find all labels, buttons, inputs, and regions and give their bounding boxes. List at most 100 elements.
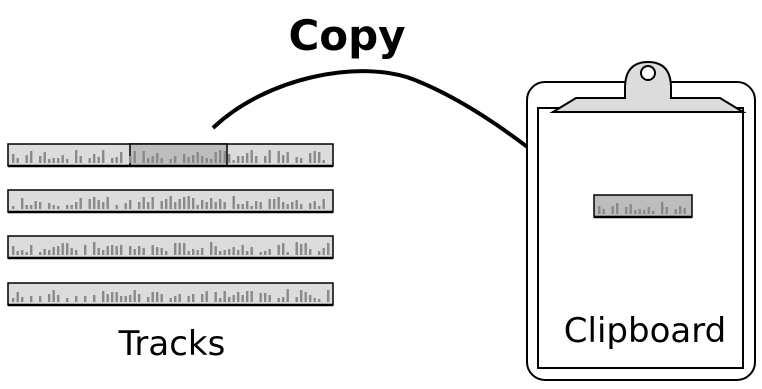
track-waveform-bar [102, 250, 105, 255]
track-waveform-bar [259, 202, 262, 209]
tracks-label: Tracks [118, 324, 226, 364]
snippet-waveform-bar [638, 209, 641, 214]
track-waveform-bar [286, 152, 289, 163]
track-waveform-bar [156, 247, 159, 255]
track-waveform-bar [174, 202, 177, 209]
track-waveform-bar [178, 199, 181, 209]
track-waveform-bar [97, 248, 100, 255]
track-waveform-bar [79, 198, 82, 209]
track-waveform-bar [12, 206, 15, 209]
track-waveform-bar [201, 248, 204, 255]
track-waveform-bar [57, 295, 60, 302]
track-waveform-bar [169, 196, 172, 209]
track-waveform-bar [66, 205, 69, 209]
track-waveform-bar [300, 204, 303, 209]
track-waveform-bar [192, 198, 195, 209]
track-waveform-bar [291, 202, 294, 209]
track-waveform-bar [246, 153, 249, 163]
track-waveform-bar [21, 250, 24, 255]
track-waveform-bar [39, 252, 42, 255]
track-waveform-bar [30, 296, 33, 302]
track-waveform-bar [75, 250, 78, 255]
track-waveform-bar [88, 199, 91, 209]
track-waveform-bar [138, 294, 141, 302]
track-waveform-bar [313, 298, 316, 302]
track-waveform-bar [66, 298, 69, 302]
track-waveform-bar [16, 251, 19, 255]
track-waveform-bar [75, 150, 78, 163]
track-waveform-bar [264, 156, 267, 163]
clipboard-paper [537, 107, 744, 369]
track-waveform-bar [250, 291, 253, 302]
track-waveform-bar [133, 290, 136, 302]
snippet-waveform-bar [647, 207, 650, 214]
snippet-waveform-bar [629, 204, 632, 214]
audio-track [7, 282, 334, 307]
track-waveform-bar [201, 156, 204, 163]
track-waveform-bar [318, 152, 321, 163]
track-waveform-bar [300, 158, 303, 163]
snippet-waveform-bar [625, 207, 628, 214]
track-waveform-bar [75, 202, 78, 209]
track-waveform-bar [214, 202, 217, 209]
track-waveform-bar [25, 205, 28, 209]
track-waveform-bar [133, 249, 136, 255]
track-waveform-bar [34, 201, 37, 209]
track-waveform-bar [102, 291, 105, 302]
track-waveform-bar [48, 159, 51, 163]
track-waveform-bar [309, 203, 312, 209]
track-waveform-bar [84, 296, 87, 302]
track-waveform-bar [192, 155, 195, 163]
diagram-title: Copy [288, 11, 405, 60]
track-waveform-bar [250, 247, 253, 255]
track-waveform-bar [259, 293, 262, 302]
track-waveform-bar [115, 157, 118, 163]
track-waveform-bar [228, 297, 231, 302]
track-waveform-bar [178, 243, 181, 255]
track-waveform-bar [142, 248, 145, 255]
track-waveform-bar [318, 251, 321, 255]
track-waveform-bar [75, 296, 78, 302]
track-waveform-bar [322, 248, 325, 255]
track-waveform-bar [295, 242, 298, 255]
track-waveform-bar [246, 201, 249, 209]
track-waveform-bar [52, 290, 55, 302]
track-waveform-bar [322, 199, 325, 209]
track-waveform-bar [147, 202, 150, 209]
track-waveform-bar [43, 249, 46, 255]
track-waveform-bar [214, 246, 217, 255]
snippet-waveform-bar [674, 209, 677, 214]
track-waveform-bar [129, 246, 132, 255]
track-waveform-bar [309, 153, 312, 163]
track-waveform-bar [93, 197, 96, 209]
track-waveform-bar [210, 242, 213, 255]
track-waveform-bar [93, 154, 96, 163]
track-waveform-bar [183, 243, 186, 255]
track-waveform-bar [120, 245, 123, 255]
track-waveform-bar [259, 252, 262, 255]
clipboard-clip-hole [640, 65, 656, 81]
snippet-waveform-bar [616, 203, 619, 214]
track-waveform-bar [39, 156, 42, 163]
track-waveform-bar [223, 250, 226, 255]
track-waveform-bar [255, 201, 258, 209]
track-waveform-bar [205, 202, 208, 209]
track-waveform-bar [106, 197, 109, 209]
track-waveform-bar [156, 292, 159, 302]
track-waveform-bar [223, 291, 226, 302]
audio-track [7, 235, 334, 260]
track-waveform-bar [165, 251, 168, 255]
track-waveform-bar [115, 292, 118, 302]
snippet-waveform-bar [611, 206, 614, 214]
track-waveform-bar [142, 151, 145, 163]
track-waveform-bar [300, 290, 303, 302]
track-waveform-bar [160, 248, 163, 255]
track-waveform-bar [210, 159, 213, 163]
track-waveform-bar [201, 200, 204, 209]
track-waveform-bar [160, 158, 163, 163]
track-waveform-bar [147, 297, 150, 302]
track-waveform-bar [228, 154, 231, 163]
track-waveform-bar [313, 201, 316, 209]
track-waveform-bar [228, 249, 231, 255]
snippet-waveform-bar [598, 206, 601, 214]
